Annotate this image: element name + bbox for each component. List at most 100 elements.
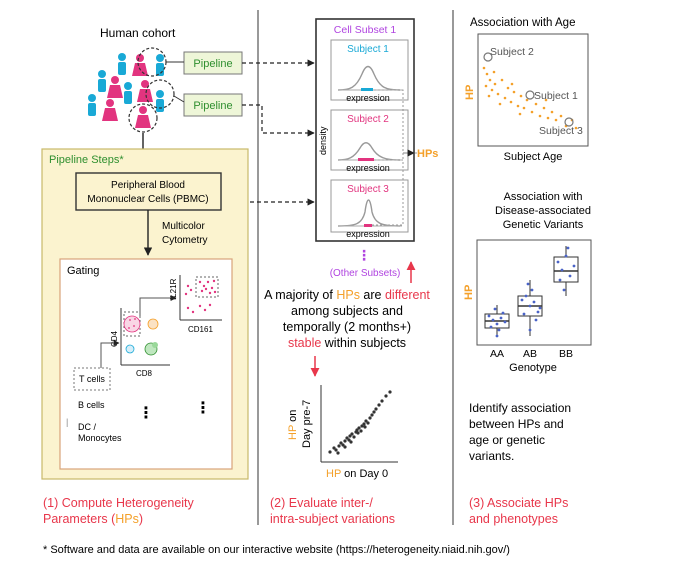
genotype-aa-label: AA — [490, 348, 504, 360]
genotype-bb-label: BB — [559, 348, 573, 360]
scatter-mark — [503, 320, 507, 324]
scatter-mark — [388, 390, 392, 394]
scatter-mark — [520, 298, 524, 302]
scatter-mark — [356, 431, 360, 435]
caption-1-line-1: (1) Compute Heterogeneity — [43, 496, 195, 510]
scatter-mark — [366, 421, 370, 425]
subject-1-marker — [361, 88, 373, 91]
identify-line-2: between HPs and — [469, 417, 564, 431]
scatter-mark — [532, 300, 536, 304]
pipeline-label-1: Pipeline — [193, 58, 232, 70]
scatter-mark — [519, 94, 523, 98]
il21r-axis-label: IL21R — [169, 278, 178, 300]
day-pre7-axis-label-b: Day pre-7 — [301, 400, 313, 448]
scatter-mark — [556, 260, 560, 264]
gate-arrow-2 — [100, 340, 120, 368]
scatter-mark — [380, 399, 384, 403]
scatter-mark — [360, 424, 364, 428]
day0-axis-label: HP on Day 0 — [326, 468, 388, 480]
pbmc-line-1: Peripheral Blood — [111, 180, 185, 191]
dashed-arrow-2 — [242, 104, 315, 137]
dc-label-line-2: Monocytes — [78, 433, 122, 443]
genotype-axis-label: Genotype — [509, 362, 557, 374]
age-association-title: Association with Age — [470, 17, 575, 29]
identify-line-4: variants. — [469, 449, 514, 463]
scatter-mark — [562, 288, 566, 292]
scatter-mark — [550, 110, 554, 114]
genotype-ab-label: AB — [523, 348, 537, 360]
identify-line-1: Identify association — [469, 401, 571, 415]
caption-3-line-2: and phenotypes — [469, 512, 558, 526]
genetic-title-line-1: Association with — [504, 191, 583, 203]
scatter-mark — [546, 116, 550, 120]
gating-box — [59, 258, 233, 470]
subject-3-label: Subject 3 — [347, 184, 389, 195]
scatter-mark — [554, 118, 558, 122]
age-scatter-plot — [477, 33, 589, 147]
gating-title: Gating — [67, 265, 99, 277]
scatter-mark — [509, 100, 513, 104]
scatter-mark — [374, 407, 378, 411]
scatter-mark — [568, 274, 572, 278]
age-subject-3-label: Subject 3 — [539, 125, 583, 137]
scatter-mark — [506, 86, 510, 90]
scatter-mark — [337, 444, 341, 448]
scatter-mark — [343, 439, 347, 443]
scatter-mark — [524, 294, 528, 298]
scatter-mark — [501, 311, 505, 315]
scatter-mark — [357, 426, 361, 430]
day-pre7-axis-label-a: HP on — [287, 410, 299, 440]
scatter-mark — [497, 328, 501, 332]
scatter-mark — [558, 278, 562, 282]
subject-1-density-curve — [337, 65, 401, 91]
scatter-mark — [493, 307, 497, 311]
scatter-mark — [336, 451, 340, 455]
scatter-mark — [377, 403, 381, 407]
scatter-mark — [345, 436, 349, 440]
scatter-mark — [487, 314, 491, 318]
day-correlation-plot — [320, 385, 398, 463]
scatter-mark — [534, 318, 538, 322]
box-hp-axis-label: HP — [463, 285, 475, 300]
caption-2-line-2: intra-subject variations — [270, 512, 395, 526]
pbmc-box — [75, 172, 222, 211]
age-hp-axis-label: HP — [464, 85, 476, 100]
scatter-mark — [328, 450, 332, 454]
b-cells-label: B cells — [78, 400, 105, 410]
age-x-axis-label: Subject Age — [504, 151, 563, 163]
scatter-mark — [510, 82, 514, 86]
statement-line-3: temporally (2 months+) — [283, 320, 411, 334]
scatter-mark — [544, 98, 548, 102]
cytometry-line-1: Multicolor — [162, 221, 205, 232]
scatter-mark — [525, 98, 529, 102]
t-cells-gate — [73, 367, 111, 391]
scatter-mark — [350, 432, 354, 436]
scatter-mark — [334, 448, 338, 452]
subject-3-panel — [330, 179, 409, 233]
scatter-mark — [536, 310, 540, 314]
scatter-mark — [530, 110, 534, 114]
pipeline-steps-title: Pipeline Steps* — [49, 154, 124, 166]
scatter-mark — [518, 112, 522, 116]
scatter-mark — [352, 435, 356, 439]
scatter-mark — [560, 268, 564, 272]
scatter-mark — [332, 446, 336, 450]
scatter-mark — [482, 66, 486, 70]
scatter-mark — [496, 92, 500, 96]
subject-1-label: Subject 1 — [347, 44, 389, 55]
scatter-mark — [485, 72, 489, 76]
scatter-mark — [526, 282, 530, 286]
gate-arrow-1 — [139, 295, 177, 316]
scatter-mark — [499, 316, 503, 320]
scatter-mark — [495, 322, 499, 326]
subject-3-expression-label: expression — [346, 229, 390, 239]
subject-2-density-curve — [337, 142, 401, 161]
caption-2-line-1: (2) Evaluate inter-/ — [270, 496, 373, 510]
genotype-boxplot — [476, 239, 592, 346]
continuation-dots-1: ⋮ — [138, 405, 154, 422]
scatter-mark — [530, 288, 534, 292]
scatter-mark — [491, 318, 495, 322]
subject-3-density-curve — [337, 199, 401, 227]
caption-1-line-2: Parameters (HPs) — [43, 512, 143, 526]
statement-line-4: stable within subjects — [288, 336, 406, 350]
